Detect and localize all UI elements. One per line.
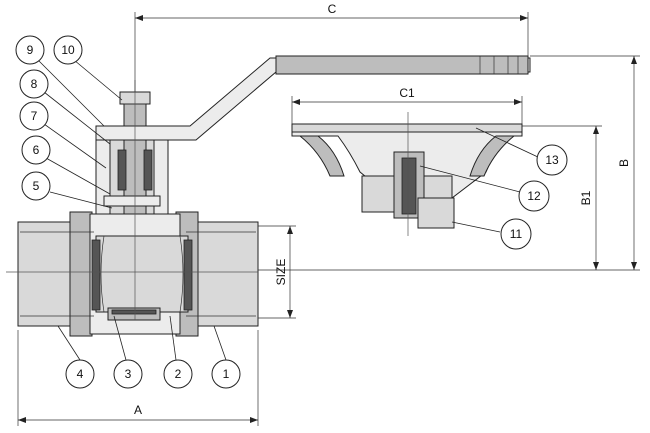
- gland: [103, 195, 161, 207]
- callout-8: 8: [19, 69, 49, 99]
- leader-lines: [37, 59, 541, 361]
- handle-right-flare: [469, 135, 516, 177]
- leader-11: [451, 221, 501, 233]
- svg-text:10: 10: [61, 43, 75, 57]
- svg-text:13: 13: [545, 153, 559, 167]
- left-hex: [69, 211, 93, 337]
- ball-right-curve: [179, 235, 184, 313]
- leader-9: [37, 59, 105, 127]
- svg-text:4: 4: [77, 367, 84, 381]
- handle-arm: [95, 57, 531, 141]
- hub-bore: [401, 157, 417, 215]
- dim-arrow: [135, 15, 143, 21]
- callout-12: 12: [518, 180, 550, 212]
- dimension-lines: [17, 12, 640, 426]
- leader-5: [49, 191, 113, 209]
- dim-arrow: [287, 226, 293, 234]
- ball: [95, 235, 189, 313]
- leader-13: [475, 127, 541, 159]
- leader-12: [419, 165, 521, 193]
- dim-arrow: [631, 262, 637, 270]
- seat-left: [91, 239, 101, 311]
- callout-3: 3: [113, 359, 143, 389]
- dim-label-c1: C1: [399, 86, 415, 100]
- handle-left-flare: [298, 135, 345, 177]
- callout-6: 6: [21, 135, 51, 165]
- svg-text:1: 1: [223, 367, 230, 381]
- svg-text:12: 12: [527, 189, 541, 203]
- bottom-ring-dark: [111, 309, 157, 315]
- callout-9: 9: [15, 35, 45, 65]
- svg-text:2: 2: [175, 367, 182, 381]
- dim-arrow: [250, 417, 258, 423]
- dim-label-size: SIZE: [274, 259, 288, 286]
- ball-left-curve: [100, 235, 105, 313]
- seat-right: [183, 239, 193, 311]
- dim-arrow: [520, 15, 528, 21]
- leader-10: [73, 59, 123, 101]
- dim-arrow: [514, 99, 522, 105]
- callout-4: 4: [65, 359, 95, 389]
- callout-2: 2: [163, 359, 193, 389]
- leader-2: [169, 315, 177, 361]
- dim-arrow: [292, 99, 300, 105]
- svg-text:3: 3: [125, 367, 132, 381]
- leader-8: [43, 91, 111, 145]
- leader-7: [43, 123, 107, 169]
- leader-3: [113, 315, 127, 361]
- dim-label-b1: B1: [579, 190, 593, 205]
- callout-11: 11: [500, 218, 532, 250]
- hub-screw: [417, 197, 455, 229]
- valve-body: [17, 211, 259, 337]
- packing-left: [117, 149, 127, 191]
- dim-arrow: [18, 417, 26, 423]
- svg-text:6: 6: [33, 143, 40, 157]
- leader-6: [45, 157, 111, 195]
- svg-text:9: 9: [27, 43, 34, 57]
- handle-top-plate: [291, 123, 523, 133]
- dim-arrow: [287, 310, 293, 318]
- callout-7: 7: [19, 101, 49, 131]
- callout-10: 10: [53, 35, 83, 65]
- callout-13: 13: [536, 144, 568, 176]
- callout-1: 1: [211, 359, 241, 389]
- dim-arrow: [593, 126, 599, 134]
- svg-text:7: 7: [31, 109, 38, 123]
- svg-text:11: 11: [510, 227, 523, 241]
- callout-bubbles: 9 10 8 7 6 5 4 3 2 1 13 12 11: [15, 35, 568, 389]
- svg-text:5: 5: [33, 179, 40, 193]
- dim-arrow: [631, 56, 637, 64]
- top-view: [291, 112, 523, 236]
- dim-label-c: C: [328, 2, 337, 16]
- stem-assembly: [95, 91, 169, 215]
- dim-arrow: [593, 262, 599, 270]
- packing-right: [143, 149, 153, 191]
- leader-4: [57, 325, 81, 361]
- leader-1: [213, 325, 227, 361]
- dim-label-a: A: [134, 403, 142, 417]
- svg-text:8: 8: [31, 77, 38, 91]
- lever-handle: [95, 55, 531, 141]
- dimension-labels: C C1 A B B1 SIZE: [134, 2, 631, 417]
- handle-grip: [275, 55, 529, 75]
- callout-5: 5: [21, 171, 51, 201]
- dim-label-b: B: [617, 159, 631, 167]
